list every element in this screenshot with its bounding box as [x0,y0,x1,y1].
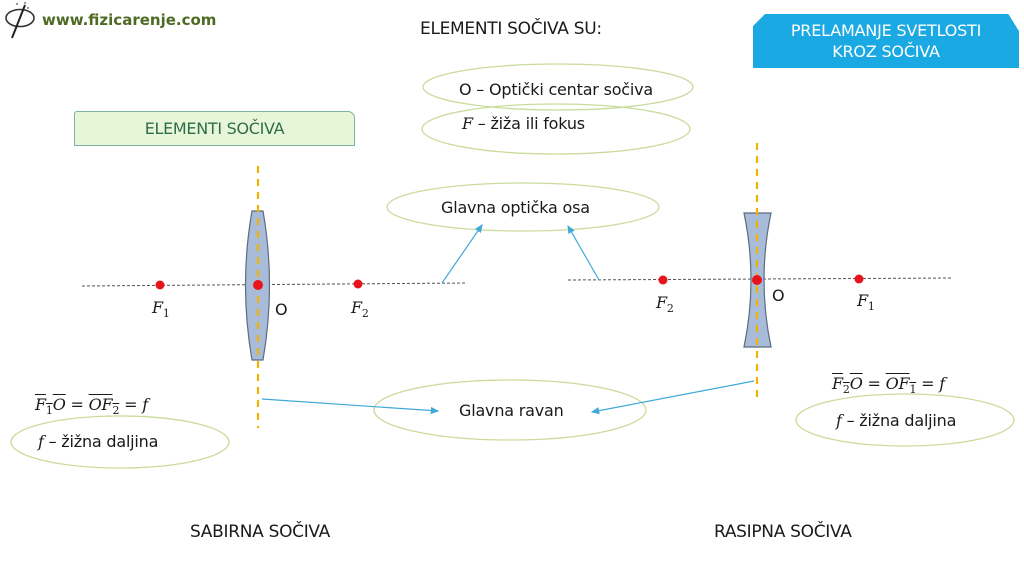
main-plane-ellipse [373,379,647,441]
formula-equals: = [862,374,886,393]
diverging-f1-label: F1 [857,291,875,313]
converging-f2-subscript: 2 [361,307,369,320]
optical-center-symbol: O [459,80,472,99]
focus-point-f1-left [155,280,165,290]
main-axis-ellipse [386,182,660,232]
formula-subscript: 1 [909,383,917,396]
optical-axis-left [81,282,466,287]
main-plane-label: Glavna ravan [459,401,564,420]
diverging-caption: RASIPNA SOČIVA [714,522,852,542]
diverging-formula: F2O = OF1 = f [832,374,945,396]
formula-term: F [35,395,46,414]
converging-f2-symbol: F [351,298,362,317]
formula-term: F [101,395,113,414]
converging-f1-label: F1 [152,298,170,320]
formula-term: f [142,395,148,414]
converging-caption: SABIRNA SOČIVA [190,522,331,542]
formula-subscript: 2 [112,404,120,417]
main-axis-label: Glavna optička osa [441,198,590,217]
focal-length-ellipse-right [795,393,1015,447]
converging-f1-symbol: F [152,298,163,317]
focal-length-symbol: f [836,411,842,430]
phi-pencil-logo-icon [5,1,35,39]
converging-focal-length: f – žižna daljina [38,432,158,451]
diverging-f2-label: F2 [656,293,674,315]
focus-symbol: F [462,114,473,133]
formula-subscript: 1 [45,404,53,417]
converging-formula-segment-2: OF2 [88,395,120,417]
diverging-f1-symbol: F [857,291,868,310]
focal-length-ellipse-left [10,415,230,469]
formula-equals: = [916,374,940,393]
arrow-plane-right [590,380,755,415]
formula-term: F [898,374,910,393]
badge-line-1: PRELAMANJE SVETLOSTI [790,21,982,40]
page-title: ELEMENTI SOČIVA SU: [420,19,602,39]
formula-equals: = [119,395,143,414]
topic-badge[interactable]: PRELAMANJE SVETLOSTI KROZ SOČIVA [753,14,1019,68]
focal-length-symbol: f [38,432,44,451]
diverging-f2-subscript: 2 [666,302,674,315]
optical-center-text: – Optički centar sočiva [476,80,654,99]
focal-length-text: – žižna daljina [841,411,957,430]
formula-term: F [832,374,843,393]
formula-term: O [52,395,66,414]
arrow-plane-left [261,398,440,415]
definition-optical-center: O – Optički centar sočiva [459,80,653,99]
diverging-formula-segment-2: OF1 [885,374,917,396]
optical-center-point-left [253,280,263,290]
formula-subscript: 2 [842,383,850,396]
focus-ellipse [421,103,691,155]
focus-point-f1-right [854,274,864,284]
diverging-f2-symbol: F [656,293,667,312]
optical-center-point-right [752,275,762,285]
badge-line-2: KROZ SOČIVA [832,42,940,61]
arrow-axis-right [567,224,600,281]
converging-center-label: O [275,300,288,319]
converging-f2-label: F2 [351,298,369,320]
diverging-center-label: O [772,286,785,305]
diverging-f1-subscript: 1 [867,300,875,313]
focal-length-text: – žižna daljina [43,432,159,451]
optical-center-ellipse [422,63,694,111]
focus-text: – žiža ili fokus [477,114,585,133]
formula-equals: = [65,395,89,414]
diverging-formula-segment-1: F2O [832,374,863,396]
converging-formula-segment-1: F1O [35,395,66,417]
focus-point-f2-left [353,279,363,289]
formula-term: O [88,395,102,414]
converging-formula: F1O = OF2 = f [35,395,148,417]
site-name[interactable]: www.fizicarenje.com [42,11,217,29]
section-box-elements: ELEMENTI SOČIVA [74,111,355,146]
converging-f1-subscript: 1 [162,307,170,320]
diverging-focal-length: f – žižna daljina [836,411,956,430]
focus-point-f2-right [658,275,668,285]
arrow-axis-left [441,224,483,284]
formula-term: f [939,374,945,393]
definition-focus: F – žiža ili fokus [462,114,585,133]
formula-term: O [885,374,899,393]
formula-term: O [849,374,863,393]
